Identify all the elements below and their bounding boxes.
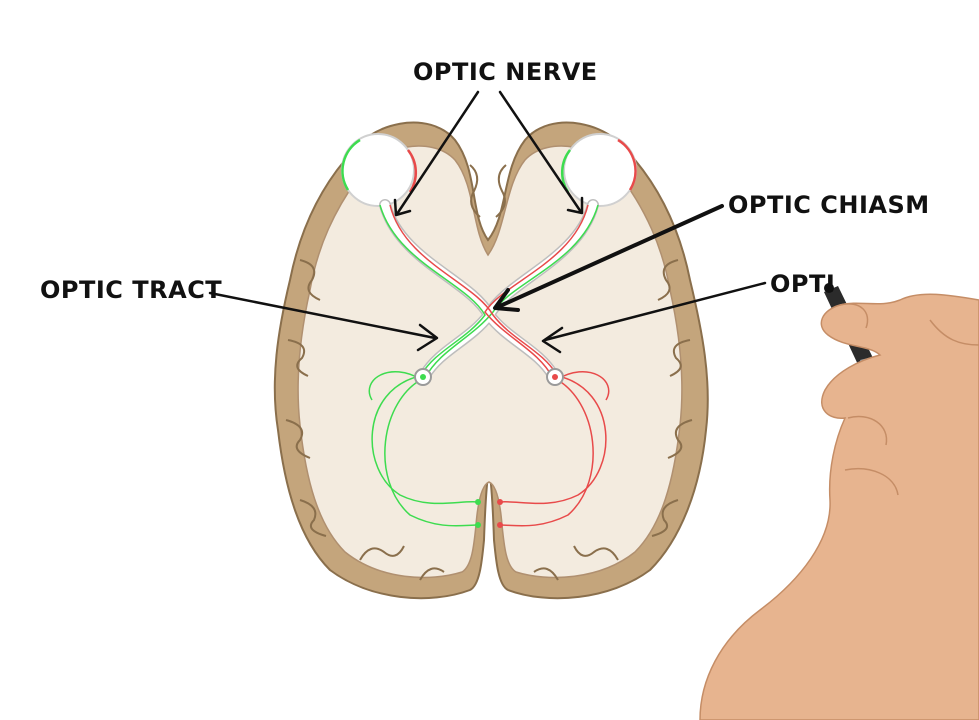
left-eye-green-rim xyxy=(341,138,361,191)
label-optic-tract: OPTIC TRACT xyxy=(40,276,223,304)
right-lgn-core xyxy=(552,374,558,380)
red-fibers xyxy=(389,204,610,527)
label-optic-chiasm: OPTIC CHIASM xyxy=(728,191,930,219)
arrow-optic-tract xyxy=(208,291,437,340)
green-endpoint-lower xyxy=(475,522,481,528)
left-lgn-core xyxy=(420,374,426,380)
arrow-optic-chiasm xyxy=(498,204,724,308)
red-endpoint-lower xyxy=(497,522,503,528)
gyri-detail xyxy=(285,164,693,581)
label-optic-partial: OPTI xyxy=(770,270,836,298)
right-eye-red-rim xyxy=(617,138,637,191)
brain-white-matter xyxy=(297,145,683,579)
green-endpoint-upper xyxy=(475,499,481,505)
label-optic-nerve: OPTIC NERVE xyxy=(413,58,598,86)
red-endpoint-upper xyxy=(497,499,503,505)
arrow-optic-radiation xyxy=(543,281,767,342)
arrow-optic-nerve-left xyxy=(395,90,480,216)
annotation-arrows xyxy=(208,90,767,354)
arrow-optic-nerve-right xyxy=(498,90,583,214)
left-eye-red-rim xyxy=(406,149,418,193)
hand-shape xyxy=(699,293,979,720)
